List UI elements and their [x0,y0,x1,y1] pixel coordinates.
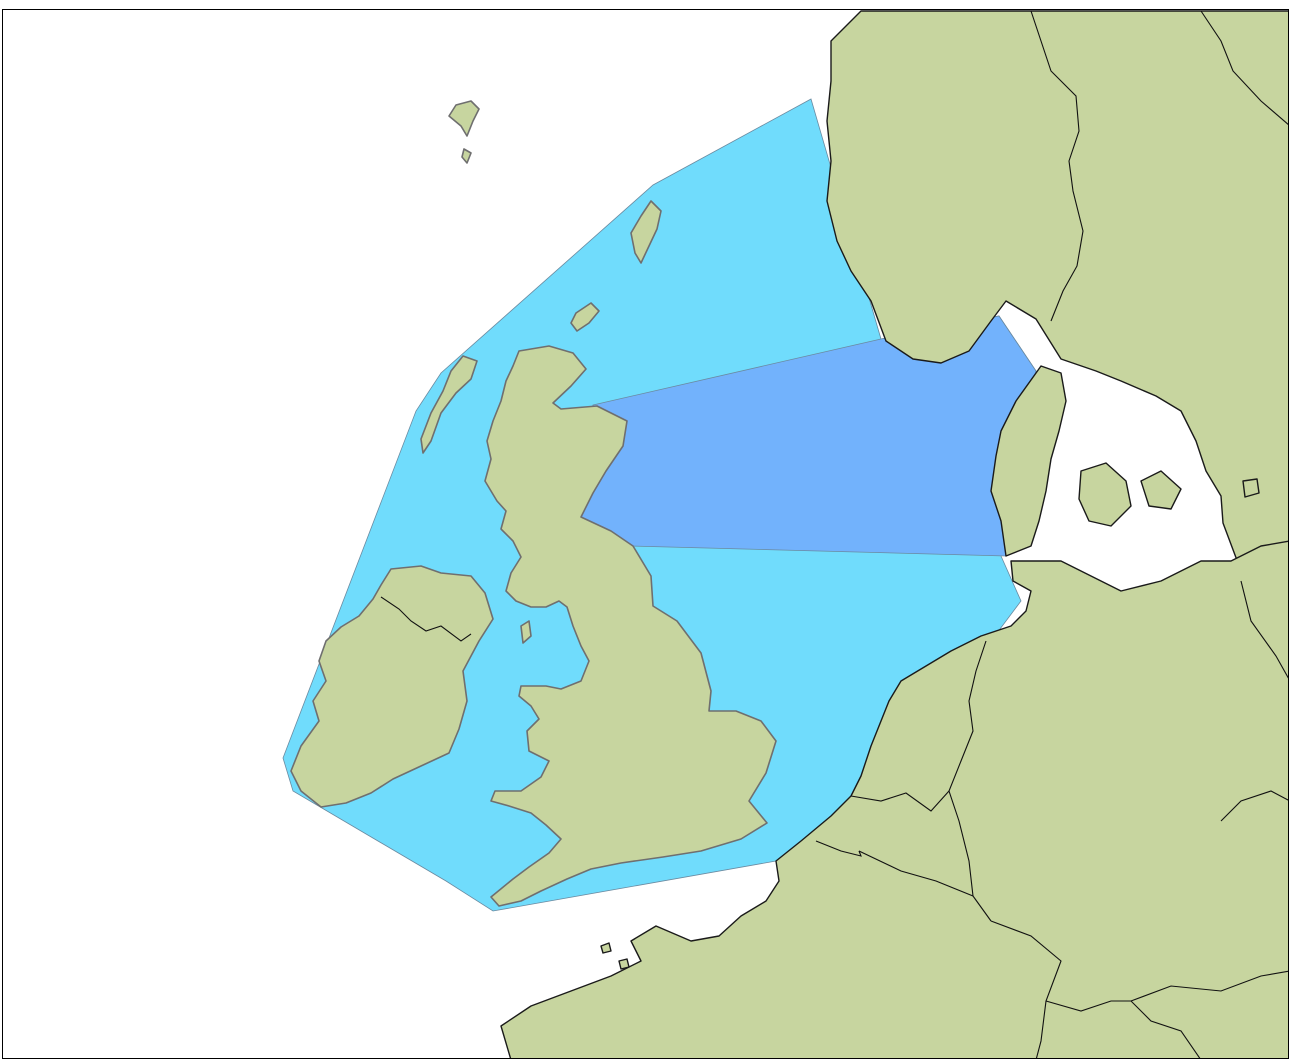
outer-hebrides [420,355,478,454]
channel-islands [600,942,630,970]
norway-sweden-border [1030,10,1084,322]
isle-of-man [520,620,532,644]
germany-west-border [948,640,992,922]
orkney-islands [570,302,600,332]
benelux-border [850,790,974,897]
sweden-finland-border [1200,10,1288,126]
ireland-border [380,596,472,642]
continental-europe [500,540,1288,1058]
great-britain [484,345,777,907]
map-frame[interactable] [2,9,1289,1059]
jutland [990,365,1067,557]
ireland [290,565,494,808]
france-border [815,840,1062,1058]
danish-islands [1078,462,1260,527]
shetland-islands [630,200,662,264]
map-canvas[interactable] [3,10,1289,1059]
switzerland-border [1045,1000,1201,1058]
faroe-islands [448,100,480,164]
germany-east-border [1130,580,1288,1002]
